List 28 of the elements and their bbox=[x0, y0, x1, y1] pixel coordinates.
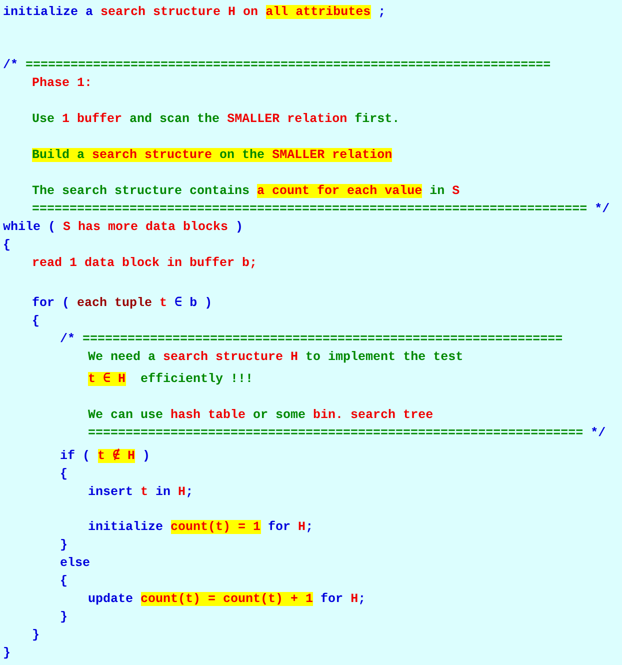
code-line: for ( each tuple t ∈ b ) bbox=[32, 295, 212, 311]
code-line: if ( t ∉ H ) bbox=[60, 448, 150, 464]
code-line: t ∈ H efficiently !!! bbox=[88, 371, 254, 387]
code-line: initialize a search structure H on all attributes ; bbox=[3, 4, 386, 20]
comment-delimiter: ========================================================================== */ bbox=[32, 201, 610, 217]
code-line: insert t in H; bbox=[88, 484, 194, 500]
comment-delimiter: /* ================================================================ bbox=[60, 331, 563, 347]
code-line: We need a search structure H to implement the test bbox=[88, 349, 464, 365]
code-line: { bbox=[60, 573, 68, 589]
code-line: Build a search structure on the SMALLER relation bbox=[32, 147, 392, 163]
code-line: initialize count(t) = 1 for H; bbox=[88, 519, 314, 535]
comment-delimiter: ================================================================== */ bbox=[88, 425, 606, 441]
code-line: while ( S has more data blocks ) bbox=[3, 219, 244, 235]
comment-delimiter: /* ====================================================================== bbox=[3, 57, 551, 73]
code-line: Phase 1: bbox=[32, 75, 92, 91]
code-line: } bbox=[60, 609, 68, 625]
code-line: We can use hash table or some bin. search tree bbox=[88, 407, 434, 423]
code-line: { bbox=[32, 313, 40, 329]
code-line: } bbox=[60, 537, 68, 553]
code-line: else bbox=[60, 555, 90, 571]
code-line: } bbox=[32, 627, 40, 643]
code-line: read 1 data block in buffer b; bbox=[32, 255, 258, 271]
code-line: update count(t) = count(t) + 1 for H; bbox=[88, 591, 366, 607]
code-line: { bbox=[60, 466, 68, 482]
code-line: } bbox=[3, 645, 11, 661]
code-line: The search structure contains a count for each value in S bbox=[32, 183, 460, 199]
code-line: { bbox=[3, 237, 11, 253]
code-line: Use 1 buffer and scan the SMALLER relation first. bbox=[32, 111, 400, 127]
